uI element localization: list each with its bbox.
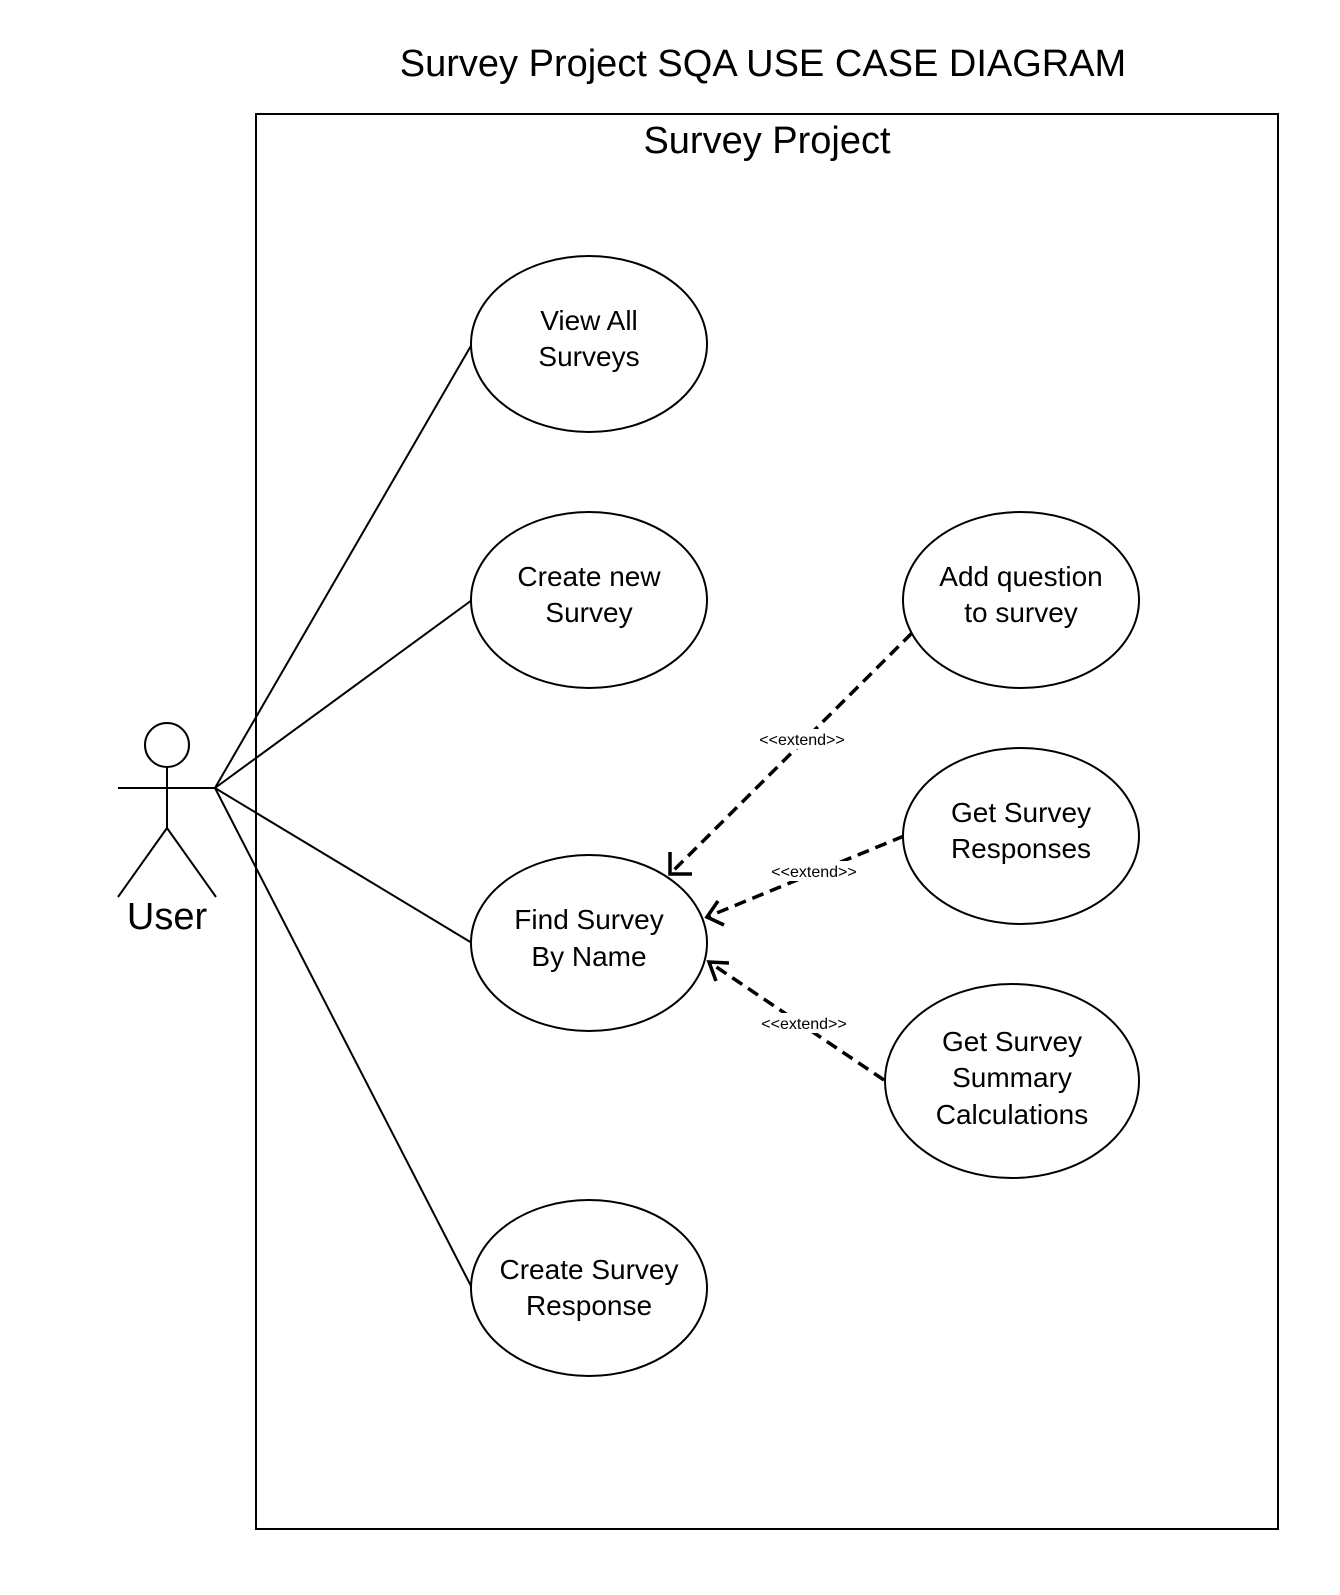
extend-add-question [668, 631, 914, 876]
association-create-new-survey [214, 599, 473, 789]
use-case-create-new-survey: Create new Survey [470, 511, 708, 689]
actor-user: User [117, 722, 217, 938]
use-case-add-question-to-survey: Add question to survey [902, 511, 1140, 689]
extend-line-add-question [668, 631, 914, 876]
system-boundary [255, 113, 1279, 1530]
use-case-label: to survey [964, 597, 1078, 628]
actor-right-leg [166, 827, 217, 898]
use-case-label: Add question [939, 561, 1102, 592]
extend-label-get-summary: <<extend>> [761, 1016, 846, 1033]
use-case-label: Summary [952, 1062, 1072, 1093]
extend-label-get-responses: <<extend>> [771, 864, 856, 881]
use-case-label: Responses [951, 833, 1091, 864]
use-case-get-survey-summary-calculations: Get Survey Summary Calculations [884, 983, 1140, 1179]
association-create-survey-response [214, 787, 473, 1289]
extend-label-bg [754, 1013, 854, 1033]
use-case-create-survey-response: Create Survey Response [470, 1199, 708, 1377]
use-case-label: Create Survey [500, 1254, 679, 1285]
use-case-get-survey-responses: Get Survey Responses [902, 747, 1140, 925]
extend-arrowhead-get-summary [706, 960, 730, 982]
association-find-survey-by-name [214, 787, 473, 944]
actor-left-leg [117, 827, 168, 898]
use-case-label: Get Survey [951, 797, 1091, 828]
use-case-label: Find Survey [514, 904, 663, 935]
use-case-find-survey-by-name: Find Survey By Name [470, 854, 708, 1032]
use-case-view-all-surveys: View All Surveys [470, 255, 708, 433]
actor-head [144, 722, 190, 768]
use-case-label: Calculations [936, 1099, 1089, 1130]
use-case-label: Response [526, 1290, 652, 1321]
extend-arrowhead-get-responses [704, 900, 725, 927]
actor-label: User [127, 896, 208, 938]
system-title: Survey Project [643, 120, 891, 162]
association-view-all-surveys [214, 343, 473, 789]
use-case-label: Survey [545, 597, 632, 628]
use-case-label: View All [540, 305, 638, 336]
extend-arrowhead-add-question [668, 852, 692, 876]
extend-label-add-question: <<extend>> [759, 732, 844, 749]
use-case-label: Surveys [538, 341, 639, 372]
use-case-label: Get Survey [942, 1026, 1082, 1057]
use-case-label: By Name [531, 941, 646, 972]
extend-label-bg [764, 861, 864, 881]
diagram-title: Survey Project SQA USE CASE DIAGRAM [400, 43, 1126, 85]
use-case-label: Create new [517, 561, 661, 592]
extend-label-bg [752, 729, 852, 749]
